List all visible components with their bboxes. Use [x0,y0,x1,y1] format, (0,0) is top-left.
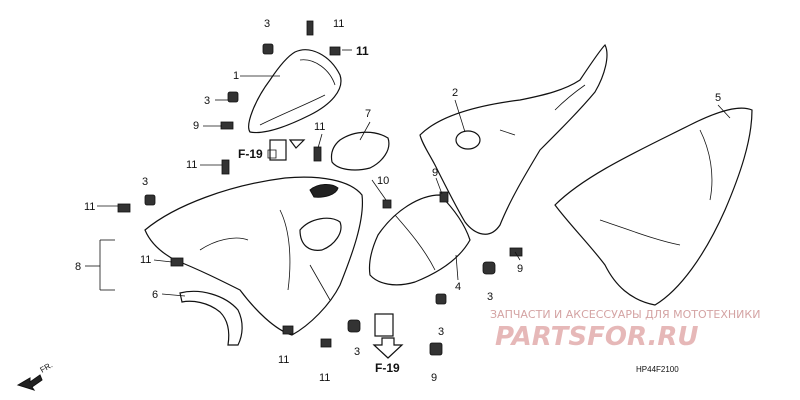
part-6-strip [179,290,243,346]
callout-11-bottom-right: 11 [319,372,330,384]
callout-9-right: 9 [517,263,523,275]
part-8-inner-oval [299,217,342,251]
watermark-brand: PARTSFOR.RU [495,322,698,352]
leader-lines [85,49,731,297]
part-2-right-cover [419,43,608,235]
callout-6: 6 [152,289,158,301]
part-5-far-right-cover [554,107,753,306]
callout-4: 4 [455,281,461,293]
callout-9-mid: 9 [432,167,438,179]
callout-11-left-mid: 11 [140,254,151,266]
fasteners [117,20,523,356]
callout-11-top: 11 [333,18,344,30]
callout-11-left: 11 [186,159,197,171]
callout-3-left-lower: 3 [142,176,148,188]
forward-label: FR. [39,360,55,374]
part-7-pad [330,131,390,171]
ref-f19-lower: F-19 [375,361,400,375]
part-8-badge [309,184,339,198]
f19-ref-arrow-upper [267,139,306,159]
part-8-side-cover [144,176,364,336]
callout-5: 5 [715,92,721,104]
watermark-tagline: ЗАПЧАСТИ И АКСЕССУАРЫ ДЛЯ МОТОТЕХНИКИ [490,308,760,321]
part-4-cover [368,194,471,286]
forward-direction-arrow [16,374,43,391]
callout-9-left: 9 [193,120,199,132]
part-2-grommet [455,130,481,150]
f19-ref-arrow-lower [372,337,404,359]
part-1-upper-cover [248,49,342,134]
callout-3-right: 3 [487,291,493,303]
callout-10: 10 [377,175,389,187]
callout-9-bottom: 9 [431,372,437,384]
callout-7: 7 [365,108,371,120]
callout-3-left: 3 [204,95,210,107]
callout-3-lower: 3 [354,346,360,358]
callout-3-center: 3 [438,326,444,338]
callout-11-far-left: 11 [84,201,95,213]
callout-11-mid: 11 [314,121,325,133]
drawing-code: HP44F2100 [636,365,679,374]
callout-1: 1 [233,70,239,82]
callout-2: 2 [452,87,458,99]
callout-11-top-right: 11 [356,44,369,58]
callout-11-bottom: 11 [278,354,289,366]
ref-f19-upper: F-19 [238,147,263,161]
callout-8: 8 [75,261,81,273]
callout-3-top: 3 [264,18,270,30]
